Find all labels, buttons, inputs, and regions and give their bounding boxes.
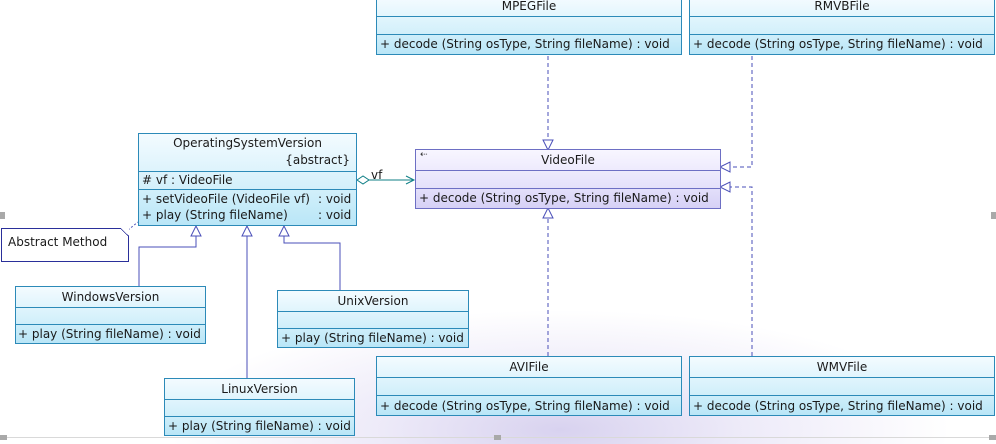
arrowhead-linux (241, 224, 253, 237)
class-name: VideoFile (541, 153, 595, 167)
operation-play: + play (String fileName) : void (281, 331, 464, 345)
operation-play: + play (String fileName) (142, 208, 288, 222)
attributes-compartment (16, 307, 205, 324)
attributes-compartment (377, 377, 681, 395)
operations-compartment: + decode (String osType, String fileName… (690, 34, 994, 54)
class-linuxversion[interactable]: LinuxVersion + play (String fileName) : … (164, 378, 355, 436)
operation-play: + play (String fileName) : void (18, 327, 201, 341)
attributes-compartment: # vf : VideoFile (139, 171, 356, 189)
note-text: Abstract Method (8, 235, 108, 249)
class-name: MPEGFile (501, 0, 557, 13)
operation-decode: + decode (String osType, String fileName… (380, 399, 670, 413)
attributes-compartment (377, 16, 681, 34)
class-avifile[interactable]: AVIFile + decode (String osType, String … (376, 356, 682, 416)
attribute-vf: # vf : VideoFile (142, 173, 233, 187)
note-fold-corner (121, 228, 129, 236)
class-unixversion[interactable]: UnixVersion + play (String fileName) : v… (277, 290, 469, 348)
arrowhead-unix (278, 224, 290, 237)
arrowhead-mpeg (542, 139, 554, 152)
operations-compartment: + play (String fileName) : void (165, 416, 354, 435)
class-rmvbfile[interactable]: RMVBFile + decode (String osType, String… (689, 0, 995, 55)
note-abstract-method[interactable]: Abstract Method (1, 228, 129, 262)
association-arrowhead (405, 175, 416, 185)
realization-wmv-videofile (730, 186, 753, 356)
operations-compartment: + play (String fileName) : void (16, 324, 205, 343)
class-wmvfile[interactable]: WMVFile + decode (String osType, String … (689, 356, 995, 416)
operation-decode: + decode (String osType, String fileName… (693, 37, 983, 51)
operations-compartment: + decode (String osType, String fileName… (377, 34, 681, 54)
operations-compartment: + decode (String osType, String fileName… (416, 188, 720, 208)
operations-compartment: + play (String fileName) : void (278, 328, 468, 347)
realization-rmvb-videofile (730, 56, 753, 168)
resize-handle-bottom-left[interactable] (0, 435, 7, 440)
association-role-label: vf (371, 168, 383, 182)
operation-play-return: : void (318, 208, 352, 222)
attributes-compartment (165, 399, 354, 416)
operation-decode: + decode (String osType, String fileName… (380, 37, 670, 51)
operation-decode: + decode (String osType, String fileName… (693, 399, 983, 413)
arrowhead-windows (190, 224, 202, 237)
arrowhead-avi (542, 206, 554, 219)
class-name: LinuxVersion (221, 382, 298, 396)
resize-handle-right[interactable] (991, 212, 996, 219)
class-name: WMVFile (816, 360, 868, 374)
class-operatingsystemversion[interactable]: OperatingSystemVersion {abstract} # vf :… (138, 133, 357, 226)
attributes-compartment (416, 170, 720, 188)
operations-compartment: + setVideoFile (VideoFile vf) : void + p… (139, 189, 356, 225)
class-stereotype: {abstract} (285, 153, 350, 167)
class-name: UnixVersion (337, 294, 409, 308)
resize-handle-left[interactable] (0, 212, 5, 219)
class-name: RMVBFile (814, 0, 870, 13)
class-videofile[interactable]: ⇠ VideoFile + decode (String osType, Str… (415, 149, 721, 209)
abstract-marker-icon: ⇠ (420, 150, 428, 160)
class-windowsversion[interactable]: WindowsVersion + play (String fileName) … (15, 286, 206, 344)
note-anchor-line (127, 221, 139, 231)
operations-compartment: + decode (String osType, String fileName… (377, 395, 681, 415)
operation-setvideofile: + setVideoFile (VideoFile vf) (142, 192, 310, 206)
attributes-compartment (278, 311, 468, 328)
generalization-windows (138, 236, 197, 286)
aggregation-diamond (356, 175, 370, 185)
generalization-unix (283, 236, 341, 290)
class-name: WindowsVersion (61, 290, 160, 304)
attributes-compartment (690, 16, 994, 34)
operation-play: + play (String fileName) : void (168, 419, 351, 433)
operation-decode: + decode (String osType, String fileName… (419, 191, 709, 205)
class-mpegfile[interactable]: MPEGFile + decode (String osType, String… (376, 0, 682, 55)
operation-setvideofile-return: : void (318, 192, 352, 206)
arrowhead-wmv (718, 181, 731, 193)
operations-compartment: + decode (String osType, String fileName… (690, 395, 994, 415)
attributes-compartment (690, 377, 994, 395)
class-name: AVIFile (509, 360, 549, 374)
arrowhead-rmvb (718, 161, 731, 173)
class-name: OperatingSystemVersion (173, 136, 322, 150)
resize-handle-bottom-right[interactable] (989, 435, 996, 440)
resize-handle-bottom[interactable] (494, 435, 501, 440)
